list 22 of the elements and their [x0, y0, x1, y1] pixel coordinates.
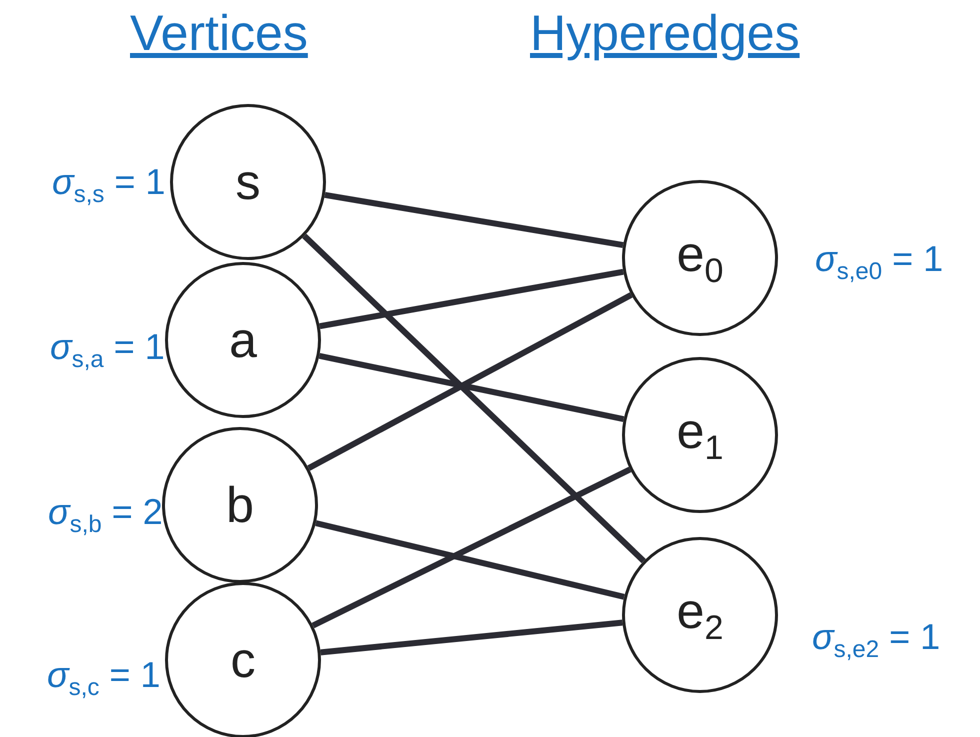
sigma-value: σ$_{s,s}$ = 1 [52, 164, 166, 207]
node-label: s [236, 153, 260, 211]
sigma-value: σ$_{s,b}$ = 2 [48, 494, 163, 537]
node-label: e$_{2}$ [676, 582, 724, 648]
connector-line [312, 466, 632, 628]
connector-line [319, 268, 624, 330]
sigma-value: σ$_{s,e2}$ = 1 [812, 618, 940, 662]
sigma-value: σ$_{s,c}$ = 1 [47, 656, 160, 700]
node-label: a [229, 311, 257, 369]
connector-line [315, 520, 625, 600]
sigma-value: σ$_{s,e0}$ = 1 [815, 240, 944, 284]
connector-line [320, 620, 623, 656]
column-heading: Vertices [130, 8, 308, 58]
node-label: e$_{1}$ [676, 402, 724, 468]
node-label: e$_{0}$ [676, 225, 724, 291]
sigma-value: σ$_{s,a}$ = 1 [50, 328, 165, 372]
node-label: b [226, 476, 254, 534]
connector-line [318, 352, 624, 422]
column-heading: Hyperedges [530, 8, 800, 58]
node-label: c [230, 631, 256, 689]
connector-line [324, 192, 624, 248]
connector-line [302, 234, 646, 564]
